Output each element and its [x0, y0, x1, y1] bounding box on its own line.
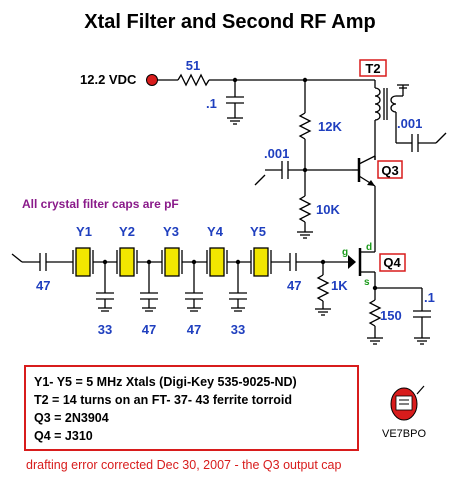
q3-label: Q3 — [381, 163, 398, 178]
callsign: VE7BPO — [382, 428, 426, 440]
q4-gate-arrow-icon — [348, 255, 356, 269]
note-line-3: Q3 = 2N3904 — [34, 411, 109, 425]
output-terminal-icon — [435, 132, 447, 144]
c-source-label: .1 — [424, 290, 435, 305]
supply-terminal-icon — [146, 74, 158, 86]
note-line-1: Y1- Y5 = 5 MHz Xtals (Digi-Key 535-9025-… — [34, 375, 297, 389]
c-in-label: 47 — [36, 278, 50, 293]
t2-secondary-icon — [390, 95, 397, 113]
shunt-cap-1-label: 33 — [98, 322, 112, 337]
shunt-cap-1: 33 — [96, 259, 114, 337]
q4-pin-d: d — [366, 242, 372, 253]
note-line-2: T2 = 14 turns on an FT- 37- 43 ferrite t… — [34, 393, 292, 407]
q4-label: Q4 — [383, 255, 401, 270]
c-coupling-label: .001 — [264, 146, 289, 161]
ground-icon — [254, 174, 266, 186]
r-bias-bottom-label: 10K — [316, 202, 340, 217]
shunt-cap-4-label: 33 — [231, 322, 245, 337]
resistor-12k-icon — [298, 112, 312, 140]
crystal-y2-label: Y2 — [119, 224, 135, 239]
resistor-150-icon — [368, 299, 382, 327]
shunt-cap-2: 47 — [140, 259, 158, 337]
crystal-y4-label: Y4 — [207, 224, 224, 239]
crystal-y5-icon — [253, 247, 269, 277]
supply-label: 12.2 VDC — [80, 72, 137, 87]
q4-pin-g: g — [342, 247, 348, 258]
q4-label-box — [379, 253, 406, 272]
resistor-1k-icon — [316, 274, 330, 302]
crystal-y2-icon — [119, 247, 135, 277]
input-terminal-icon — [11, 253, 23, 263]
shunt-cap-2-label: 47 — [142, 322, 156, 337]
q4-pin-s: s — [364, 277, 370, 288]
crystal-y4-icon — [209, 247, 225, 277]
notes-box — [24, 365, 359, 451]
crystal-y3-label: Y3 — [163, 224, 179, 239]
resistor-51-icon — [177, 73, 210, 87]
crystal-y5-label: Y5 — [250, 224, 266, 239]
r-source-label: 150 — [380, 308, 402, 323]
crystal-y1-icon — [75, 247, 91, 277]
r-supply-label: 51 — [186, 58, 200, 73]
caps-note: All crystal filter caps are pF — [22, 197, 179, 211]
c-filter-out-label: 47 — [287, 278, 301, 293]
note-line-4: Q4 = J310 — [34, 429, 93, 443]
t2-label-box — [359, 59, 387, 77]
r-bias-top-label: 12K — [318, 119, 342, 134]
callsign-logo-icon — [390, 385, 425, 421]
shunt-cap-4: 33 — [229, 259, 247, 337]
resistor-10k-icon — [298, 195, 312, 223]
crystal-y1-label: Y1 — [76, 224, 92, 239]
page-title: Xtal Filter and Second RF Amp — [84, 11, 376, 33]
t2-label: T2 — [365, 61, 380, 76]
r-gate-label: 1K — [331, 278, 348, 293]
shunt-cap-3-label: 47 — [187, 322, 201, 337]
footer-note: drafting error corrected Dec 30, 2007 - … — [26, 458, 342, 472]
c-supply-label: .1 — [206, 96, 217, 111]
c-out-label: .001 — [397, 116, 422, 131]
t2-primary-icon — [374, 87, 381, 121]
q3-label-box — [377, 160, 403, 179]
shunt-cap-3: 47 — [185, 259, 203, 337]
crystal-y3-icon — [164, 247, 180, 277]
